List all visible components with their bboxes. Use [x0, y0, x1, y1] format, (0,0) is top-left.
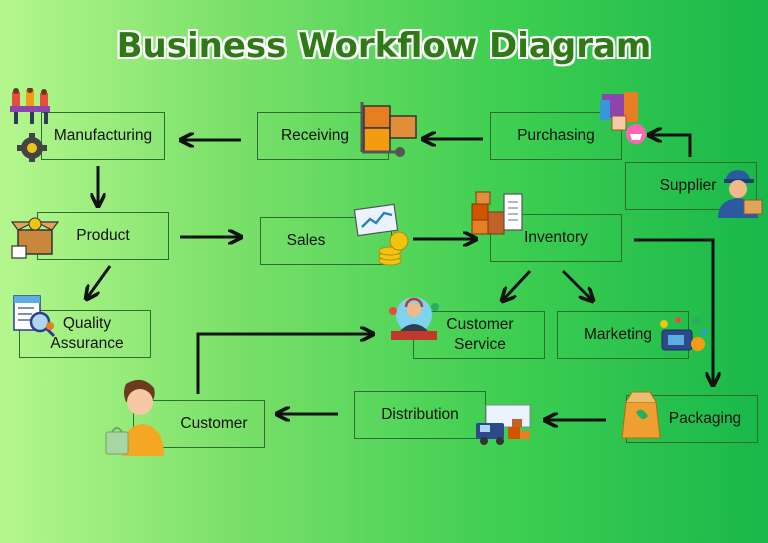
supplier-label: Supplier: [659, 176, 717, 194]
customer-service-label-line1: Customer: [446, 315, 514, 333]
arrow-customer-to-customer-service: [196, 334, 372, 394]
hand-truck-boxes-icon: [360, 102, 417, 157]
customer-label: Customer: [180, 414, 248, 432]
inventory-node: Inventory: [490, 214, 622, 262]
purchasing-node: Purchasing: [490, 112, 622, 160]
diagram-title: Business Workflow Diagram: [116, 26, 652, 66]
stacked-boxes-clipboard-icon: [471, 191, 523, 235]
quality-label-line2: Assurance: [50, 335, 124, 352]
distribution-label: Distribution: [381, 405, 459, 423]
packaging-label: Packaging: [668, 409, 742, 427]
factory-workers-gear-icon: [10, 88, 50, 162]
manufacturing-node: Manufacturing: [41, 112, 165, 160]
arrow-product-to-quality: [87, 265, 112, 298]
arrow-inventory-to-marketing: [561, 269, 592, 300]
customer-service-node: Customer Service: [413, 311, 545, 359]
quality-label-line1: Quality: [62, 314, 112, 332]
megaphone-ads-icon: [660, 317, 707, 351]
delivery-man-icon: [718, 170, 763, 218]
purchasing-label: Purchasing: [517, 126, 595, 144]
customer-service-label-line2: Service: [454, 336, 506, 353]
delivery-truck-icon: [476, 404, 531, 445]
customer-node: Customer: [133, 400, 265, 448]
supplier-node: Supplier: [625, 162, 757, 210]
paper-bag-icon: [621, 391, 661, 439]
product-label: Product: [76, 226, 130, 244]
open-box-icon: [10, 217, 60, 259]
person-shopping-bag-icon: [105, 379, 164, 456]
sales-chart-coins-icon: [353, 203, 409, 266]
hand-shopping-basket-icon: [600, 92, 646, 144]
marketing-label: Marketing: [583, 325, 653, 343]
magnifier-checklist-icon: [13, 295, 56, 338]
arrow-supplier-to-purchasing: [650, 135, 692, 157]
manufacturing-label: Manufacturing: [53, 126, 153, 144]
quality-assurance-node: Quality Assurance: [19, 310, 151, 358]
receiving-label: Receiving: [280, 126, 350, 144]
arrow-inventory-to-customer-service: [503, 269, 532, 300]
inventory-label: Inventory: [524, 228, 588, 246]
arrow-inventory-to-packaging: [634, 238, 713, 384]
sales-label: Sales: [286, 231, 326, 249]
headset-agent-icon: [389, 297, 439, 340]
